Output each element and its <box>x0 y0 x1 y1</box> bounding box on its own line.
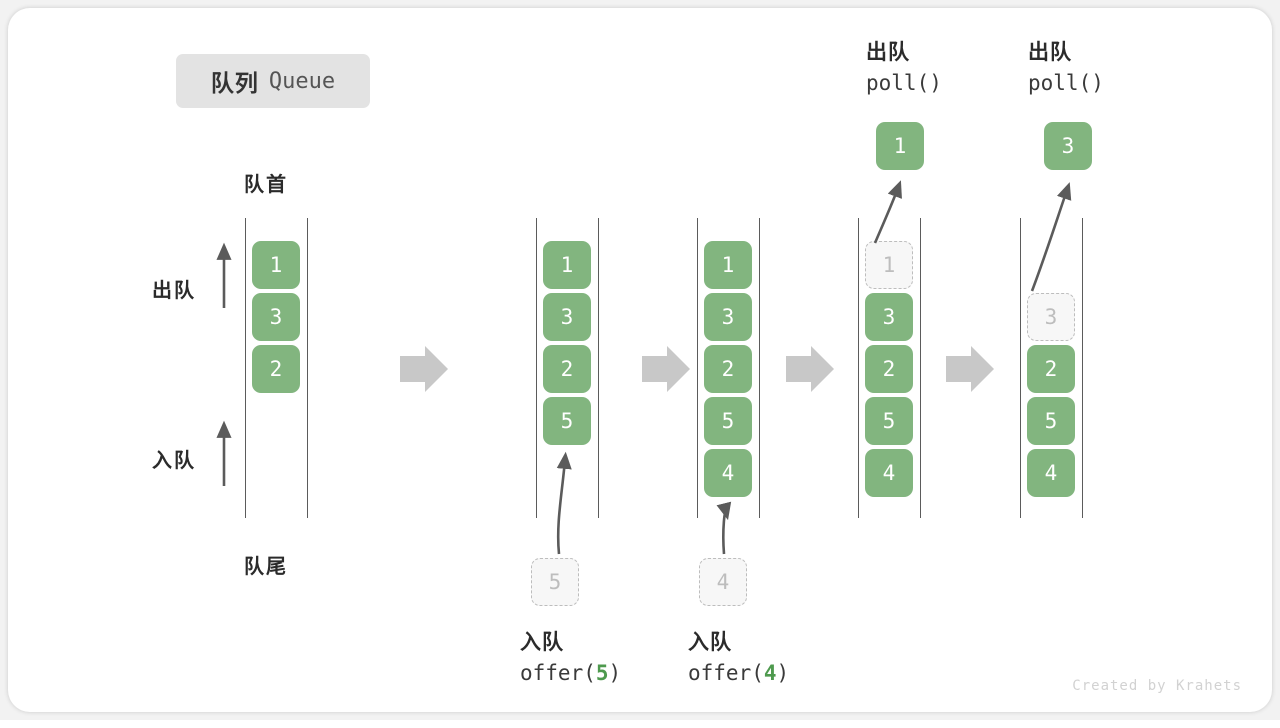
enqueue-motion-arrow-5 <box>556 451 572 555</box>
step-arrow <box>786 346 834 392</box>
dequeue-direction-label: 出队 <box>152 280 196 302</box>
enqueue-motion-arrow-4 <box>716 501 732 555</box>
queue-cell: 5 <box>1027 397 1075 445</box>
queue-cell: 2 <box>543 345 591 393</box>
rail-right <box>307 218 308 518</box>
queue-cell: 3 <box>543 293 591 341</box>
queue-cell: 2 <box>704 345 752 393</box>
incoming-ghost-box: 5 <box>531 558 579 606</box>
queue-cell: 2 <box>865 345 913 393</box>
operation-code: poll() <box>866 71 942 96</box>
queue-cell: 5 <box>704 397 752 445</box>
queue-cell: 1 <box>543 241 591 289</box>
rail-right <box>598 218 599 518</box>
operation-name: 出队 <box>1028 41 1072 64</box>
queue-cell: 3 <box>865 293 913 341</box>
operation-code: offer(4) <box>688 661 790 686</box>
operation-code: offer(5) <box>520 661 622 686</box>
rail-left <box>536 218 537 518</box>
step-arrow <box>400 346 448 392</box>
rail-left <box>1020 218 1021 518</box>
rail-left <box>245 218 246 518</box>
operation-arg: 5 <box>595 661 609 686</box>
diagram-card: 队列 Queue 队首 队尾 出队 入队 1 3 2 1 3 2 5 5 入队 <box>8 8 1272 712</box>
queue-cell: 3 <box>252 293 300 341</box>
operation-caption-offer-4: 入队 offer(4) <box>688 628 789 689</box>
diagram-title-cn: 队列 <box>210 70 259 96</box>
queue-cell: 5 <box>865 397 913 445</box>
diagram-title-en: Queue <box>268 68 336 94</box>
queue-tail-label: 队尾 <box>244 556 288 578</box>
arrows-overlay <box>216 180 1072 555</box>
dequeue-motion-arrow-3 <box>1030 182 1072 292</box>
step-arrow <box>946 346 994 392</box>
diagram-title-badge: 队列 Queue <box>176 54 370 108</box>
operation-caption-poll-1: 出队 poll() <box>866 38 942 99</box>
step-arrow <box>642 346 690 392</box>
queue-cell: 4 <box>1027 449 1075 497</box>
queue-cell: 1 <box>704 241 752 289</box>
operation-arg: 4 <box>763 661 777 686</box>
outgoing-box: 3 <box>1044 122 1092 170</box>
incoming-ghost-box: 4 <box>699 558 747 606</box>
operation-code: poll() <box>1028 71 1104 96</box>
operation-name: 入队 <box>688 631 732 654</box>
queue-cell-removed: 1 <box>865 241 913 289</box>
operation-name: 入队 <box>520 631 564 654</box>
footer-credit: Created by Krahets <box>1072 678 1242 694</box>
outgoing-box: 1 <box>876 122 924 170</box>
rail-right <box>920 218 921 518</box>
enqueue-direction-label: 入队 <box>152 450 196 472</box>
queue-cell: 4 <box>865 449 913 497</box>
dequeue-motion-arrow-1 <box>873 180 902 244</box>
queue-cell: 1 <box>252 241 300 289</box>
operation-caption-poll-3: 出队 poll() <box>1028 38 1104 99</box>
queue-cell: 3 <box>704 293 752 341</box>
rail-right <box>759 218 760 518</box>
operation-caption-offer-5: 入队 offer(5) <box>520 628 621 689</box>
rail-left <box>858 218 859 518</box>
queue-cell: 2 <box>1027 345 1075 393</box>
operation-name: 出队 <box>866 41 910 64</box>
queue-cell-new: 5 <box>543 397 591 445</box>
queue-head-label: 队首 <box>244 174 288 196</box>
rail-right <box>1082 218 1083 518</box>
queue-cell-new: 4 <box>704 449 752 497</box>
queue-cell: 2 <box>252 345 300 393</box>
rail-left <box>697 218 698 518</box>
queue-cell-removed: 3 <box>1027 293 1075 341</box>
